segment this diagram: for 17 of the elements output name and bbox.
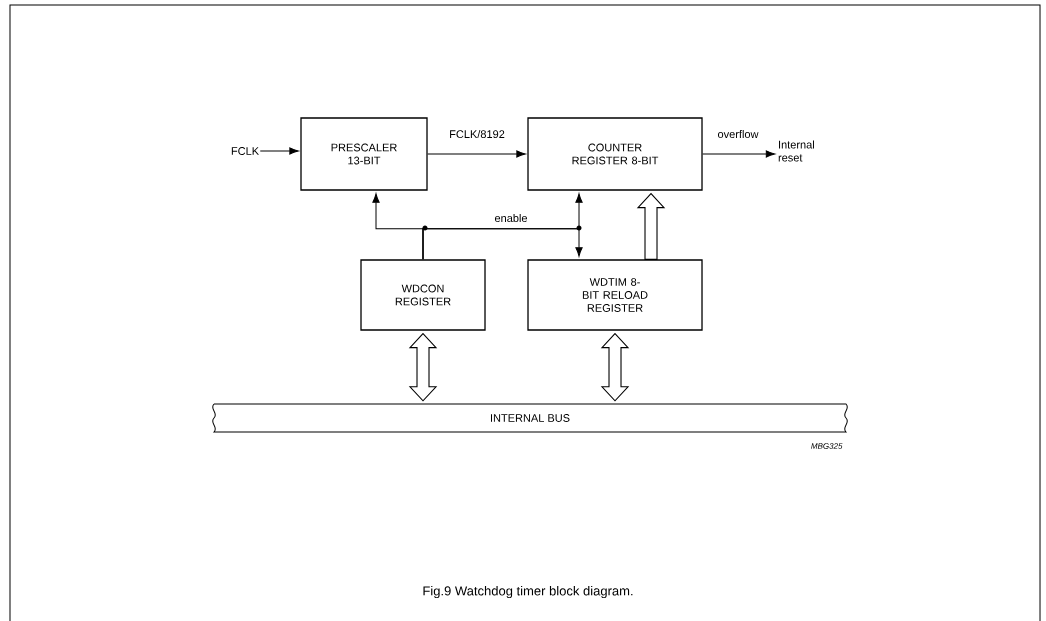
- arrow: [422, 228, 583, 260]
- register-box: WDCON REGISTER: [360, 259, 486, 331]
- edge-label: enable: [494, 213, 528, 223]
- register-box: PRESCALER 13-BIT: [300, 117, 428, 191]
- figure-caption: Fig.9 Watchdog timer block diagram.: [423, 585, 633, 599]
- edge-label: FCLK/8192: [450, 129, 505, 139]
- register-box: WDTIM 8-BIT RELOAD REGISTER: [527, 259, 703, 331]
- bus-band: INTERNAL BUS: [212, 403, 848, 433]
- signal-label: FCLK: [231, 147, 259, 155]
- register-box: COUNTER REGISTER 8-BIT: [527, 117, 703, 191]
- arrow: [259, 147, 299, 155]
- edge-label: overflow: [718, 129, 759, 139]
- signal-label: Internal reset: [778, 140, 814, 162]
- figure-code: MBG325: [811, 443, 843, 449]
- hollow-arrow: [636, 192, 666, 260]
- arrow: [702, 150, 776, 158]
- arrow: [427, 150, 526, 158]
